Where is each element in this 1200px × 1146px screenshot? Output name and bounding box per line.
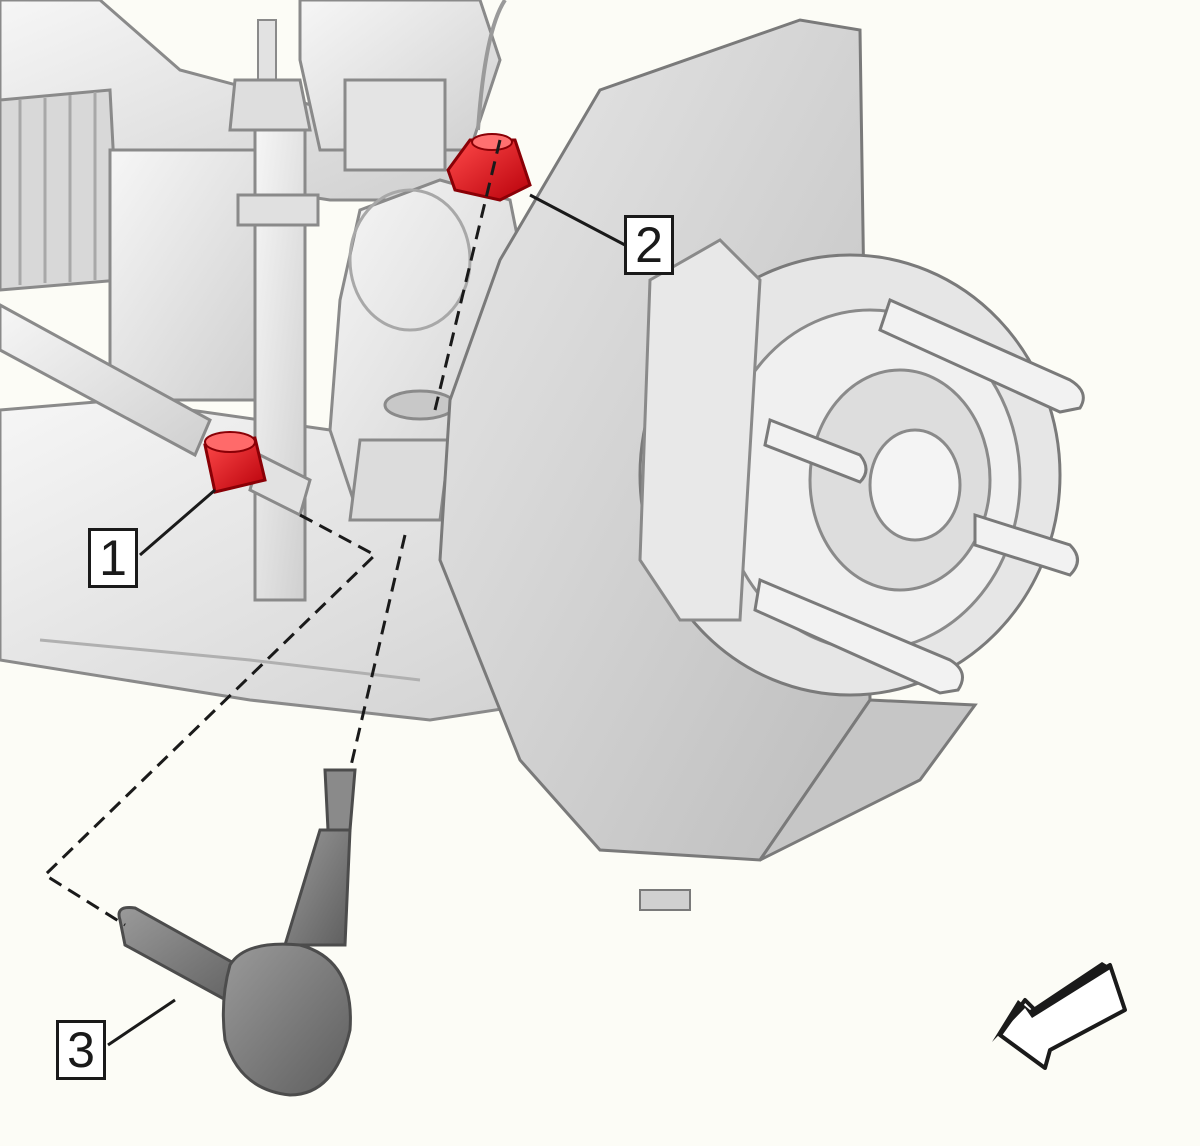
brake-hose — [476, 0, 507, 131]
tie-rod-end-nut — [203, 431, 267, 494]
callout-leader-lines — [107, 193, 626, 1047]
callout-3: 3 — [56, 1020, 106, 1080]
strut-assembly — [108, 0, 502, 402]
ball-joint-nut — [446, 133, 532, 202]
wheel-studs — [753, 297, 1085, 695]
assembly-dashed-lines — [42, 139, 502, 927]
callout-1: 1 — [88, 528, 138, 588]
callout-2: 2 — [624, 215, 674, 275]
stabilizer-link — [228, 19, 320, 602]
drive-axle-boot — [0, 88, 122, 292]
forward-arrow-icon — [992, 962, 1127, 1070]
tie-rod-end — [117, 768, 357, 1097]
